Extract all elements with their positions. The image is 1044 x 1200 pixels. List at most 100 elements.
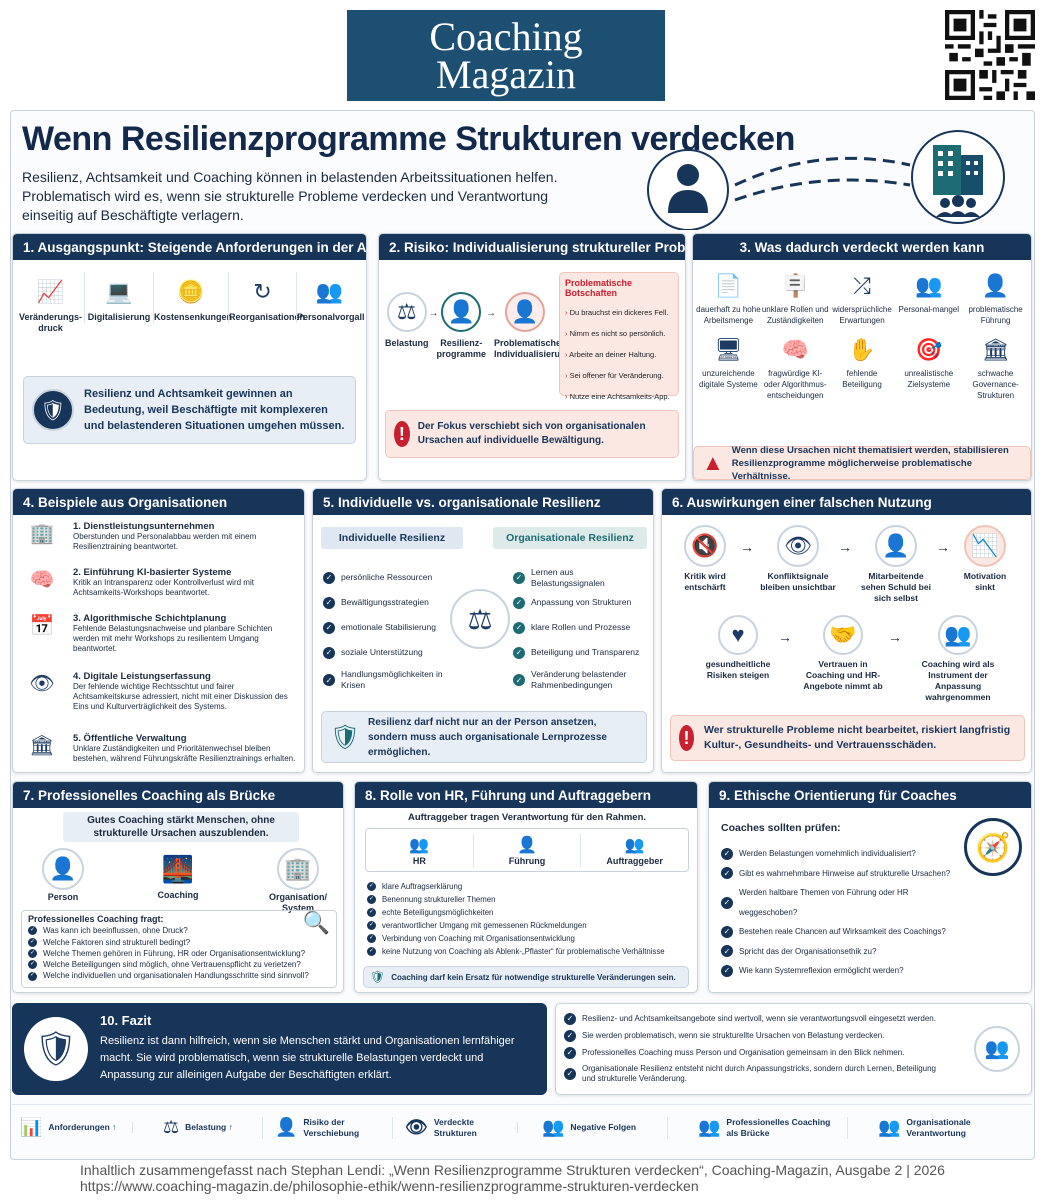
s5-left-item: Bewältigungsstrategien bbox=[341, 597, 429, 607]
cycle-arrows-icon: ↻ bbox=[253, 279, 272, 304]
person-resilience-icon: 👤 bbox=[441, 292, 482, 332]
s7-question: Welche Beteiligungen sind möglich, ohne … bbox=[43, 960, 301, 970]
individual-resilience-header: Individuelle Resilienz bbox=[321, 527, 463, 549]
source-url-link[interactable]: https://www.coaching-magazin.de/philosop… bbox=[80, 1178, 699, 1194]
s4-heading: 5. Öffentliche Verwaltung bbox=[73, 733, 187, 744]
leadership-icon: 👤 bbox=[517, 836, 537, 854]
section-8-card: 8. Rolle von HR, Führung und Auftraggebe… bbox=[354, 781, 698, 993]
s10-text: Resilienz ist dann hilfreich, wenn sie M… bbox=[100, 1035, 515, 1081]
s3-item: unrealistische Zielsysteme bbox=[904, 369, 954, 389]
s5-left-item: persönliche Ressourcen bbox=[341, 572, 433, 582]
s3-item: fehlende Beteiligung bbox=[842, 369, 882, 389]
section-7-title: 7. Professionelles Coaching als Brücke bbox=[13, 782, 343, 808]
raised-hands-icon: ✋ bbox=[848, 337, 876, 362]
s8-item: verantwortlicher Umgang mit gemessenen R… bbox=[382, 921, 587, 930]
s5-right-item: Lernen aus Belastungssignalen bbox=[531, 566, 605, 588]
s4-text: Unklare Zuständigkeiten und Prioritätenw… bbox=[73, 744, 296, 763]
s10-point: Professionelles Coaching muss Person und… bbox=[582, 1047, 905, 1057]
ai-brain-icon: 🧠 bbox=[781, 337, 809, 362]
s5-left-item: Handlungsmöglichkeiten in Krisen bbox=[341, 669, 443, 690]
s4-text: Fehlende Belastungsnachweise und planbar… bbox=[73, 624, 273, 653]
balance-scale-icon: ⚖ bbox=[450, 589, 510, 649]
s3-warning: ▲ Wenn diese Ursachen nicht thematisiert… bbox=[693, 445, 1031, 480]
s5-left-item: emotionale Stabilisierung bbox=[341, 622, 436, 632]
s10-point: Sie werden problematisch, wenn sie struk… bbox=[582, 1030, 885, 1040]
group-icon: 👥 bbox=[915, 273, 943, 298]
signpost-icon: 🪧 bbox=[781, 273, 809, 298]
s6-row1-item: Mitarbeitende sehen Schuld bei sich selb… bbox=[861, 571, 931, 603]
s7-questions-heading: Professionelles Coaching fragt: bbox=[28, 914, 164, 924]
s8-role: HR bbox=[412, 855, 426, 866]
qr-code-icon[interactable] bbox=[945, 10, 1035, 100]
section-4-card: 4. Beispiele aus Organisationen 🏢1. Dien… bbox=[12, 488, 305, 773]
muted-speaker-icon: 🔇 bbox=[684, 525, 726, 567]
shuffle-icon: ⤮ bbox=[853, 273, 871, 298]
s10-point: Resilienz- und Achtsamkeitsangebote sind… bbox=[582, 1013, 936, 1023]
s8-banner: Auftraggeber tragen Verantwortung für de… bbox=[407, 812, 647, 823]
s1-item: Kostensenkungen bbox=[154, 312, 233, 322]
s6-row2-item: gesundheitliche Risiken steigen bbox=[705, 659, 771, 680]
s4-text: Oberstunden und Personalabbau werden mit… bbox=[73, 532, 257, 551]
s7-question: Welche Themen gehören in Führung, HR ode… bbox=[43, 948, 306, 958]
s6-row2-item: Coaching wird als Instrument der Anpassu… bbox=[921, 659, 995, 702]
s9-item: Gibt es wahrnehmbare Hinweise auf strukt… bbox=[739, 868, 951, 878]
legend-item: Negative Folgen bbox=[570, 1122, 637, 1132]
s8-item: echte Beteiligungsmöglichkeiten bbox=[382, 908, 494, 917]
magazine-logo[interactable]: Coaching Magazin bbox=[347, 10, 665, 101]
section-6-card: 6. Auswirkungen einer falschen Nutzung 🔇… bbox=[661, 488, 1032, 773]
s3-item: unzureichende digitale Systeme bbox=[699, 369, 758, 389]
growth-chart-icon: 📊 bbox=[20, 1117, 43, 1137]
s9-item: Werden haltbare Themen von Führung oder … bbox=[739, 888, 909, 917]
s7-question: Was kann ich beeinflussen, ohne Druck? bbox=[43, 926, 188, 936]
locked-monitor-icon: 🖥 bbox=[714, 337, 743, 362]
magnifier-icon: 🔍 bbox=[302, 910, 330, 935]
s6-row1-item: Kritik wird entschärft bbox=[684, 571, 726, 592]
s6-warning: ! Wer strukturelle Probleme nicht bearbe… bbox=[670, 715, 1025, 761]
s5-note: 🛡 Resilienz darf nicht nur an der Person… bbox=[321, 711, 647, 763]
section-5-title: 5. Individuelle vs. organisationale Resi… bbox=[313, 489, 653, 515]
organisational-resilience-header: Organisationale Resilienz bbox=[493, 527, 647, 549]
s4-heading: 3. Algorithmische Schichtplanung bbox=[73, 613, 227, 624]
section-9-card: 9. Ethische Orientierung für Coaches Coa… bbox=[708, 781, 1032, 993]
government-building-icon: 🏛 bbox=[29, 735, 55, 757]
institution-icon: 🏛 bbox=[981, 337, 1010, 362]
s1-item: Reorganisationen bbox=[229, 312, 306, 322]
shield-check-icon: 🛡 bbox=[370, 970, 386, 984]
section-2-card: 2. Risiko: Individualisierung strukturel… bbox=[378, 233, 686, 481]
s4-heading: 4. Digitale Leistungserfassung bbox=[73, 671, 211, 682]
negative-people-icon: 👥 bbox=[542, 1117, 565, 1137]
laptop-icon: 💻 bbox=[105, 279, 133, 304]
person-to-organisation-icon bbox=[647, 130, 1005, 230]
s1-item: Veränderungs-druck bbox=[18, 312, 83, 333]
s6-warning-text: Wer strukturelle Probleme nicht bearbeit… bbox=[703, 724, 1011, 751]
s3-item: dauerhaft zu hohe Arbeitsmenge bbox=[696, 305, 761, 325]
warning-triangle-icon: ▲ bbox=[702, 450, 724, 475]
s5-note-text: Resilienz darf nicht nur an der Person a… bbox=[368, 716, 607, 758]
handshake-icon: 🤝 bbox=[823, 615, 863, 655]
s7-question: Welche individuellen und organisationale… bbox=[43, 971, 309, 981]
s1-item: Personalvorgall bbox=[297, 312, 365, 322]
team-icon: 👥 bbox=[974, 1026, 1020, 1072]
s8-item: Benennung struktureller Themen bbox=[382, 895, 496, 904]
s6-row1-item: Motivation sinkt bbox=[963, 571, 1007, 592]
s7-label: Organisation/ System bbox=[268, 892, 327, 913]
section-10-title: 10. Fazit bbox=[100, 1013, 152, 1028]
s8-item: klare Auftragserklärung bbox=[382, 882, 463, 891]
legend-item: Risiko der Verschiebung bbox=[303, 1116, 360, 1138]
s9-item: Bestehen reale Chancen auf Wirksamkeit d… bbox=[739, 927, 946, 936]
s8-role: Führung bbox=[508, 855, 546, 866]
s4-text: Der fehlende wichtige Rechtsschtut und f… bbox=[73, 682, 288, 711]
s3-item: fragwürdige KI- oder Algorithmus-entsche… bbox=[763, 369, 827, 400]
section-8-title: 8. Rolle von HR, Führung und Auftraggebe… bbox=[355, 782, 697, 808]
s9-subtitle: Coaches sollten prüfen: bbox=[721, 822, 841, 834]
logo-line-1: Coaching bbox=[429, 14, 583, 59]
falling-chart-icon: 📉 bbox=[964, 525, 1006, 567]
section-1-card: 1. Ausgangspunkt: Steigende Anforderunge… bbox=[12, 233, 367, 481]
s5-right-item: Anpassung von Strukturen bbox=[531, 597, 632, 607]
s2-warning: ! Der Fokus verschiebt sich von organisa… bbox=[385, 410, 679, 458]
s3-item: problematische Führung bbox=[968, 305, 1023, 325]
s6-row1-item: Konfliktsignale bleiben unsichtbar bbox=[760, 571, 836, 592]
s4-heading: 2. Einführung KI-basierter Systeme bbox=[73, 567, 232, 578]
hr-group-icon: 👥 bbox=[409, 836, 430, 854]
s1-note-text: Resilienz und Achtsamkeit gewinnen an Be… bbox=[84, 388, 345, 432]
